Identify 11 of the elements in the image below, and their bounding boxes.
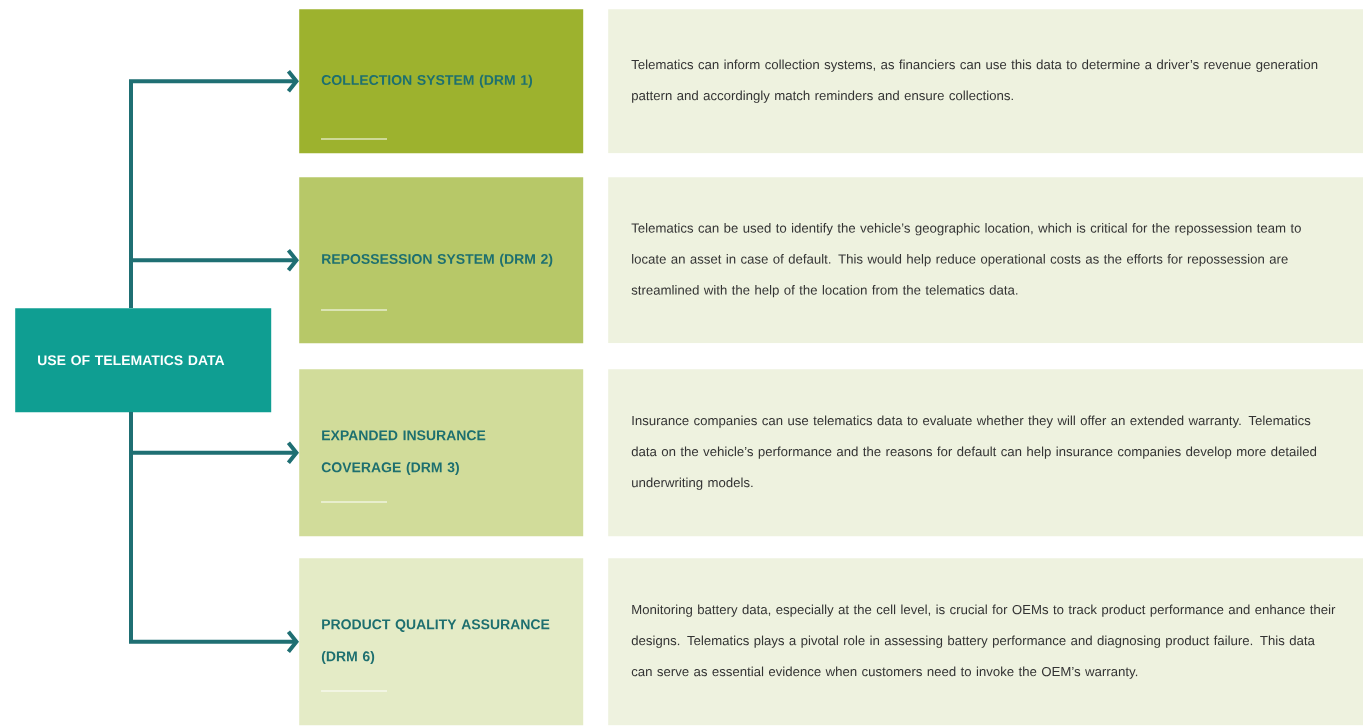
- description-box: Insurance companies can use telematics data to evaluate whether they will offer an extended warranty. Telematics data on the vehicle’s performance and the reasons for default can help insurance companies develop more detailed underwriting models.: [608, 369, 1363, 537]
- connector-arrow: [129, 248, 299, 308]
- connector-arrow: [129, 412, 299, 653]
- description-box: Telematics can inform collection systems, as financiers can use this data to determine a driver’s revenue generation pattern and accordingly match reminders and ensure collections.: [608, 9, 1363, 154]
- topic-box: USE OF TELEMATICS DATA: [15, 308, 272, 413]
- category-box: COLLECTION SYSTEM (DRM 1): [299, 9, 584, 154]
- category-box: EXPANDED INSURANCE COVERAGE (DRM 3): [299, 369, 584, 537]
- description-box: Monitoring battery data, especially at the cell level, is crucial for OEMs to track product performance and enhance their designs. Telematics plays a pivotal role in assessing battery performance and diagnosing product failure. This data can serve as essential evidence when customers need to invoke the OEM’s warranty.: [608, 558, 1363, 726]
- description-box: Telematics can be used to identify the vehicle’s geographic location, which is critical for the repossession team to locate an asset in case of default. This would help reduce operational costs as the efforts for repossession are streamlined with the help of the location from the telematics data.: [608, 177, 1363, 344]
- category-box: PRODUCT QUALITY ASSURANCE (DRM 6): [299, 558, 584, 726]
- category-box: REPOSSESSION SYSTEM (DRM 2): [299, 177, 584, 344]
